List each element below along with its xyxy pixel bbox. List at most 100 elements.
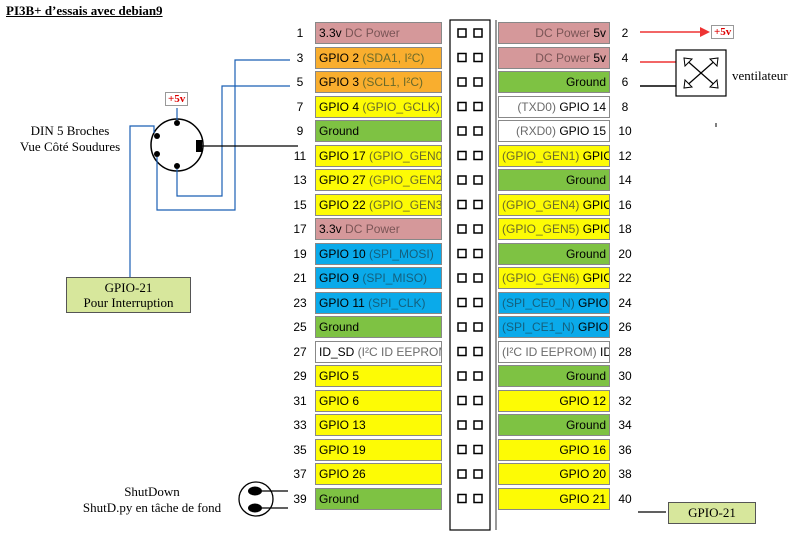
pin-number: 36	[618, 442, 632, 457]
page-title: PI3B+ d’essais avec debian9	[6, 3, 163, 18]
header-pin	[473, 248, 483, 259]
pin-function: (SPI_MISO)	[359, 271, 428, 285]
pin-number: 26	[618, 320, 632, 334]
fan-icon	[675, 49, 727, 97]
pin-number: 15	[293, 197, 307, 212]
header-pin	[473, 224, 483, 234]
header-pin	[473, 273, 483, 283]
pin-label: GPIO 2 (SDA1, I²C)	[315, 46, 442, 69]
pin-function: DC Power	[535, 50, 594, 65]
pin-name: 3.3v	[319, 222, 342, 236]
pin-label: Ground	[498, 71, 610, 93]
header-pin	[473, 175, 483, 185]
header-pin	[457, 77, 467, 87]
pin-name: GPIO 20	[559, 467, 606, 481]
pin-number: 39	[293, 491, 307, 506]
pin-name: GPIO 3	[319, 75, 360, 89]
pin-function: DC Power	[341, 26, 400, 40]
header-pin	[457, 101, 467, 112]
pin-label: Ground	[498, 242, 610, 265]
pin-label: DC Power 5v	[498, 22, 610, 44]
fan-label: ventilateur	[732, 68, 788, 83]
pin-name: 5v	[593, 26, 606, 40]
pin-function: (SDA1, I²C)	[359, 50, 425, 65]
pin-number: 37	[293, 467, 307, 481]
header-pin	[457, 469, 467, 479]
pin-number: 1	[296, 26, 304, 40]
pin-name: Ground	[565, 173, 606, 187]
pin-label: GPIO 11 (SPI_CLK)	[315, 291, 442, 314]
header-pin	[473, 420, 483, 430]
shutdown-label: ShutDown ShutD.py en tâche de fond	[70, 484, 234, 516]
pin-label: (RXD0) GPIO 15	[498, 120, 610, 142]
pin-number: 32	[618, 393, 632, 408]
shutdown-button-icon	[238, 481, 274, 517]
pin-number: 25	[293, 320, 307, 334]
pin-label: GPIO 17 (GPIO_GEN0)	[315, 144, 442, 167]
pin-label: 3.3v DC Power	[315, 218, 442, 240]
pin-name: GPIO 16	[559, 442, 606, 457]
pin-label: ID_SD (I²C ID EEPROM)	[315, 340, 442, 363]
pin-label: GPIO 9 (SPI_MISO)	[315, 267, 442, 289]
pin-name: GPIO 8	[578, 295, 609, 310]
pin-number: 40	[618, 491, 632, 506]
pin-function: (TXD0)	[517, 99, 560, 114]
header-pin	[457, 248, 467, 259]
pin-label: DC Power 5v	[498, 46, 610, 69]
header-pin	[473, 395, 483, 406]
pin-number: 3	[296, 50, 304, 65]
header-pin	[457, 199, 467, 210]
din-label: DIN 5 Broches Vue Côté Soudures	[10, 123, 130, 155]
pin-function: (SPI_CLK)	[364, 295, 426, 310]
pin-number: 11	[293, 148, 307, 163]
header-pin	[457, 224, 467, 234]
pin-name: GPIO 2	[319, 50, 360, 65]
pin-number: 18	[618, 222, 632, 236]
header-pin-grid	[457, 28, 483, 504]
pin-label: (GPIO_GEN1) GPIO 18	[498, 144, 610, 167]
pin-label: Ground	[315, 487, 442, 510]
header-pin	[457, 346, 467, 357]
pin-number: 12	[618, 148, 632, 163]
pin-label: GPIO 20	[498, 463, 610, 485]
pin-number: 19	[293, 246, 307, 261]
pin-number: 2	[621, 26, 629, 40]
pin-number: 21	[293, 271, 307, 285]
pin-label: Ground	[498, 365, 610, 387]
pin-number: 20	[618, 246, 632, 261]
pin-name: GPIO 27	[319, 173, 366, 187]
pin-name: GPIO 14	[559, 99, 606, 114]
din-label-line2: Vue Côté Soudures	[19, 139, 121, 154]
pin-label: Ground	[498, 169, 610, 191]
pin-function: (I²C ID EEPROM)	[357, 344, 441, 359]
pin-number: 35	[293, 442, 307, 457]
pin-label: GPIO 22 (GPIO_GEN3)	[315, 193, 442, 216]
pin-name: GPIO 10	[319, 246, 366, 261]
pin-name: GPIO 13	[319, 418, 366, 432]
header-pin	[473, 150, 483, 161]
pin-label: 3.3v DC Power	[315, 22, 442, 44]
pin-number: 27	[293, 344, 307, 359]
pin-label: Ground	[315, 120, 442, 142]
din-label-line1: DIN 5 Broches	[30, 123, 110, 138]
header-pin	[473, 126, 483, 136]
pin-function: (SPI_CE0_N)	[502, 295, 579, 310]
header-pin	[457, 493, 467, 504]
pin-name: GPIO 17	[319, 148, 366, 163]
header-pin	[473, 371, 483, 381]
pin-name: Ground	[319, 491, 360, 506]
header-pin	[473, 101, 483, 112]
header-pin	[473, 322, 483, 332]
pin-number: 22	[618, 271, 632, 285]
pin-name: Ground	[319, 320, 360, 334]
pin-number: 10	[618, 124, 632, 138]
pin-function: (GPIO_GEN6)	[502, 271, 583, 285]
pin-function: (SPI_CE1_N)	[502, 320, 579, 334]
pin-label: GPIO 13	[315, 414, 442, 436]
pin-number: 38	[618, 467, 632, 481]
pin-function: (SCL1, I²C)	[359, 75, 424, 89]
pin-number: 5	[296, 75, 304, 89]
pin-name: GPIO 18	[582, 148, 610, 163]
pin-number: 14	[618, 173, 632, 187]
